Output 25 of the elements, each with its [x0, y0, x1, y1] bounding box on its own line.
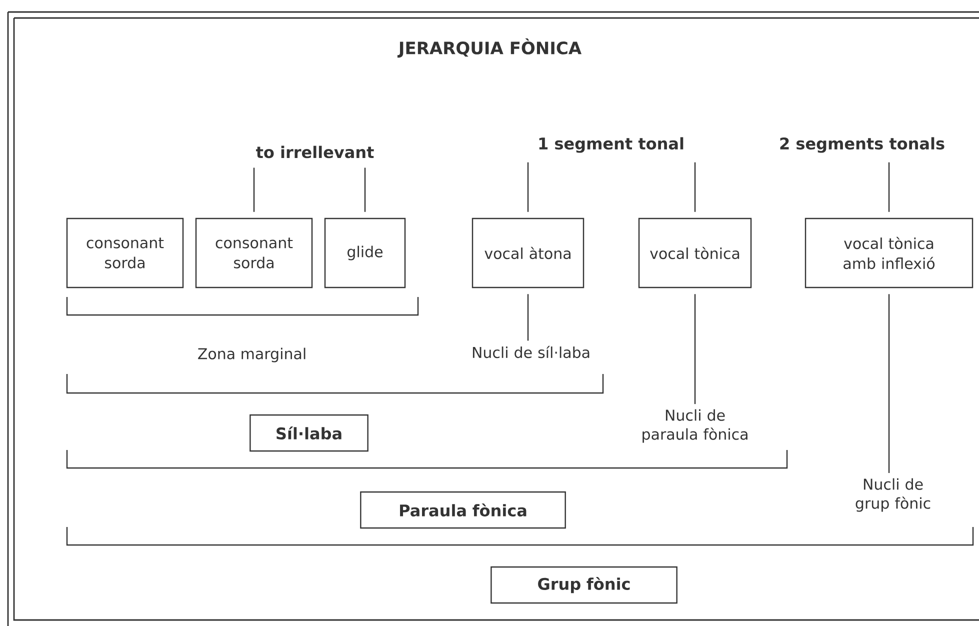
- segment-box: glide: [324, 218, 406, 288]
- connector-line: [527, 162, 529, 212]
- segment-box: vocal àtona: [472, 218, 584, 288]
- bracket-label: Zona marginal: [198, 348, 306, 362]
- connector-line: [694, 162, 696, 212]
- connector-line: [364, 168, 366, 212]
- heading-label: to irrellevant: [256, 146, 374, 158]
- segment-box: vocal tònica amb inflexió: [804, 218, 974, 288]
- segment-box: consonant sorda: [195, 218, 313, 288]
- nucleus-label: Nucli de paraula fònica: [642, 409, 748, 443]
- connector-line: [253, 168, 255, 212]
- connector-line: [694, 294, 696, 404]
- connector-line: [527, 294, 529, 341]
- nucleus-label: Nucli de grup fònic: [856, 478, 930, 512]
- unit-box: Paraula fònica: [360, 491, 566, 529]
- segment-box: consonant sorda: [66, 218, 184, 288]
- title: JERARQUIA FÒNICA: [397, 38, 582, 58]
- connector-line: [888, 162, 890, 212]
- nucleus-label: Nucli de síl·laba: [472, 346, 590, 358]
- heading-label: 1 segment tonal: [539, 137, 684, 153]
- unit-box: Síl·laba: [250, 414, 368, 452]
- connector-line: [888, 294, 890, 474]
- heading-label: 2 segments tonals: [780, 137, 944, 153]
- unit-box: Grup fònic: [490, 566, 678, 604]
- segment-box: vocal tònica: [638, 218, 752, 288]
